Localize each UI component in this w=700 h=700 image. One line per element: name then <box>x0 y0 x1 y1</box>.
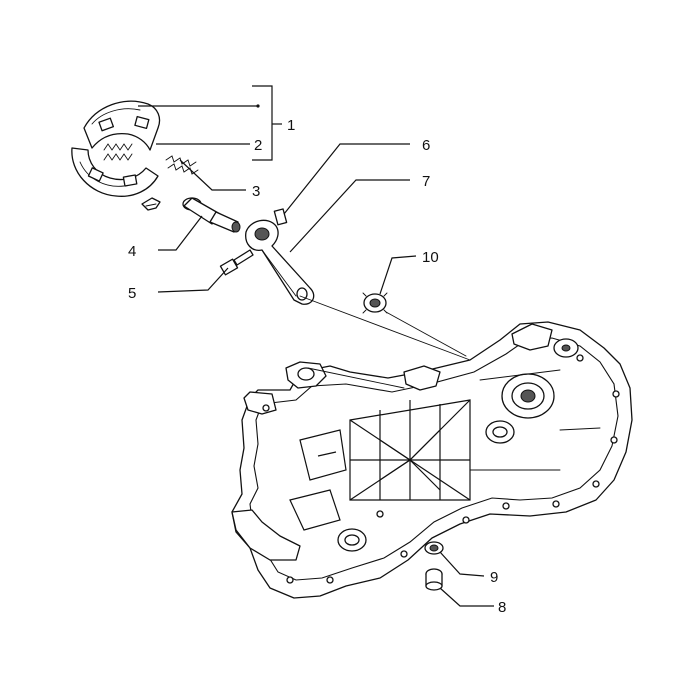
brake-shoe-assembly <box>71 100 161 197</box>
callout-7: 7 <box>422 173 430 190</box>
callout-4: 4 <box>128 243 136 260</box>
drain-washer <box>424 541 444 555</box>
callout-6: 6 <box>422 137 430 154</box>
callout-1: 1 <box>287 117 295 134</box>
callout-2: 2 <box>254 137 262 154</box>
crankcase <box>231 321 633 599</box>
brake-lever <box>245 219 315 305</box>
drain-plug <box>425 568 443 591</box>
callout-9: 9 <box>490 569 498 586</box>
leader-lines <box>138 85 494 607</box>
callout-10: 10 <box>422 249 439 266</box>
callout-5: 5 <box>128 285 136 302</box>
spring-clip <box>141 197 161 211</box>
lever-pin <box>273 208 288 226</box>
callout-8: 8 <box>498 599 506 616</box>
brake-cam-shaft <box>182 197 241 233</box>
brake-spring <box>165 155 199 175</box>
callout-labels: 1 2 3 4 5 6 7 8 9 10 <box>128 117 506 616</box>
oil-seal <box>362 292 388 314</box>
callout-3: 3 <box>252 183 260 200</box>
